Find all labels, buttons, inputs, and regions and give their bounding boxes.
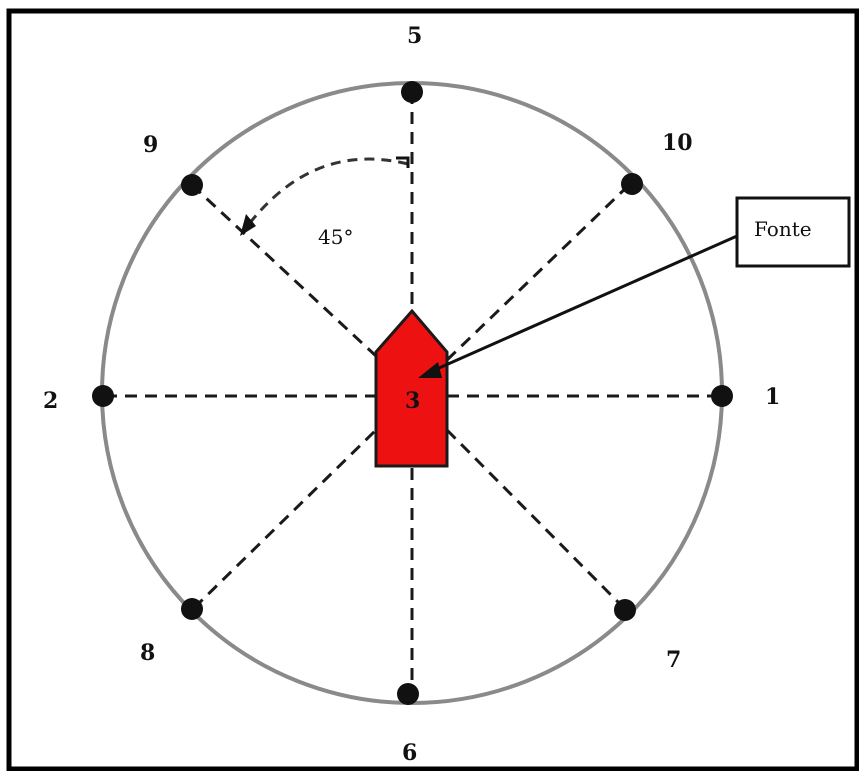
point-2 [92,385,114,407]
point-5 [401,81,423,103]
center-label: 3 [405,388,420,414]
point-6 [397,683,419,705]
source-callout-box [735,196,851,268]
source-callout-line [429,234,738,374]
point-7 [614,599,636,621]
radial-line-9 [190,183,378,358]
point-label-2: 2 [43,388,58,414]
point-label-7: 7 [666,647,681,673]
point-9 [181,174,203,196]
radial-line-8 [192,428,378,610]
point-label-10: 10 [662,130,693,156]
right-angle-tick [396,156,410,168]
point-label-6: 6 [402,740,417,766]
source-callout-label: Fonte [754,217,812,241]
point-10 [621,173,643,195]
point-label-9: 9 [143,132,158,158]
point-label-1: 1 [765,384,780,410]
source-body [374,308,449,468]
radial-line-7 [445,428,626,610]
angle-arc [241,157,409,233]
point-8 [181,598,203,620]
angle-label: 45° [318,225,353,249]
point-1 [711,385,733,407]
angle-arc-arrowhead [240,214,256,236]
source-callout-arrowhead [418,362,442,378]
point-label-8: 8 [140,640,155,666]
radial-line-10 [445,182,632,362]
point-label-5: 5 [407,23,422,49]
